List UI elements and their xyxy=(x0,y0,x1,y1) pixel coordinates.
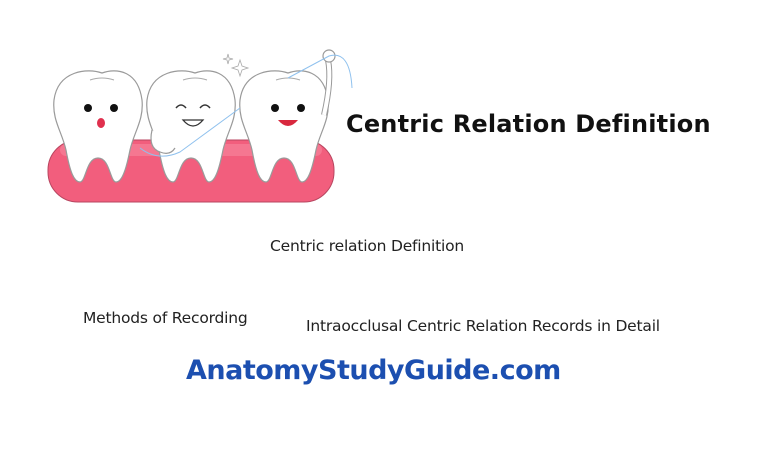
page-title: Centric Relation Definition xyxy=(346,110,711,138)
brand-watermark: AnatomyStudyGuide.com xyxy=(186,355,561,386)
link-intraocclusal-records[interactable]: Intraocclusal Centric Relation Records i… xyxy=(306,317,660,335)
link-methods-of-recording[interactable]: Methods of Recording xyxy=(83,309,248,327)
link-centric-relation-definition[interactable]: Centric relation Definition xyxy=(270,237,465,255)
teeth-flossing-illustration-icon xyxy=(47,49,353,203)
